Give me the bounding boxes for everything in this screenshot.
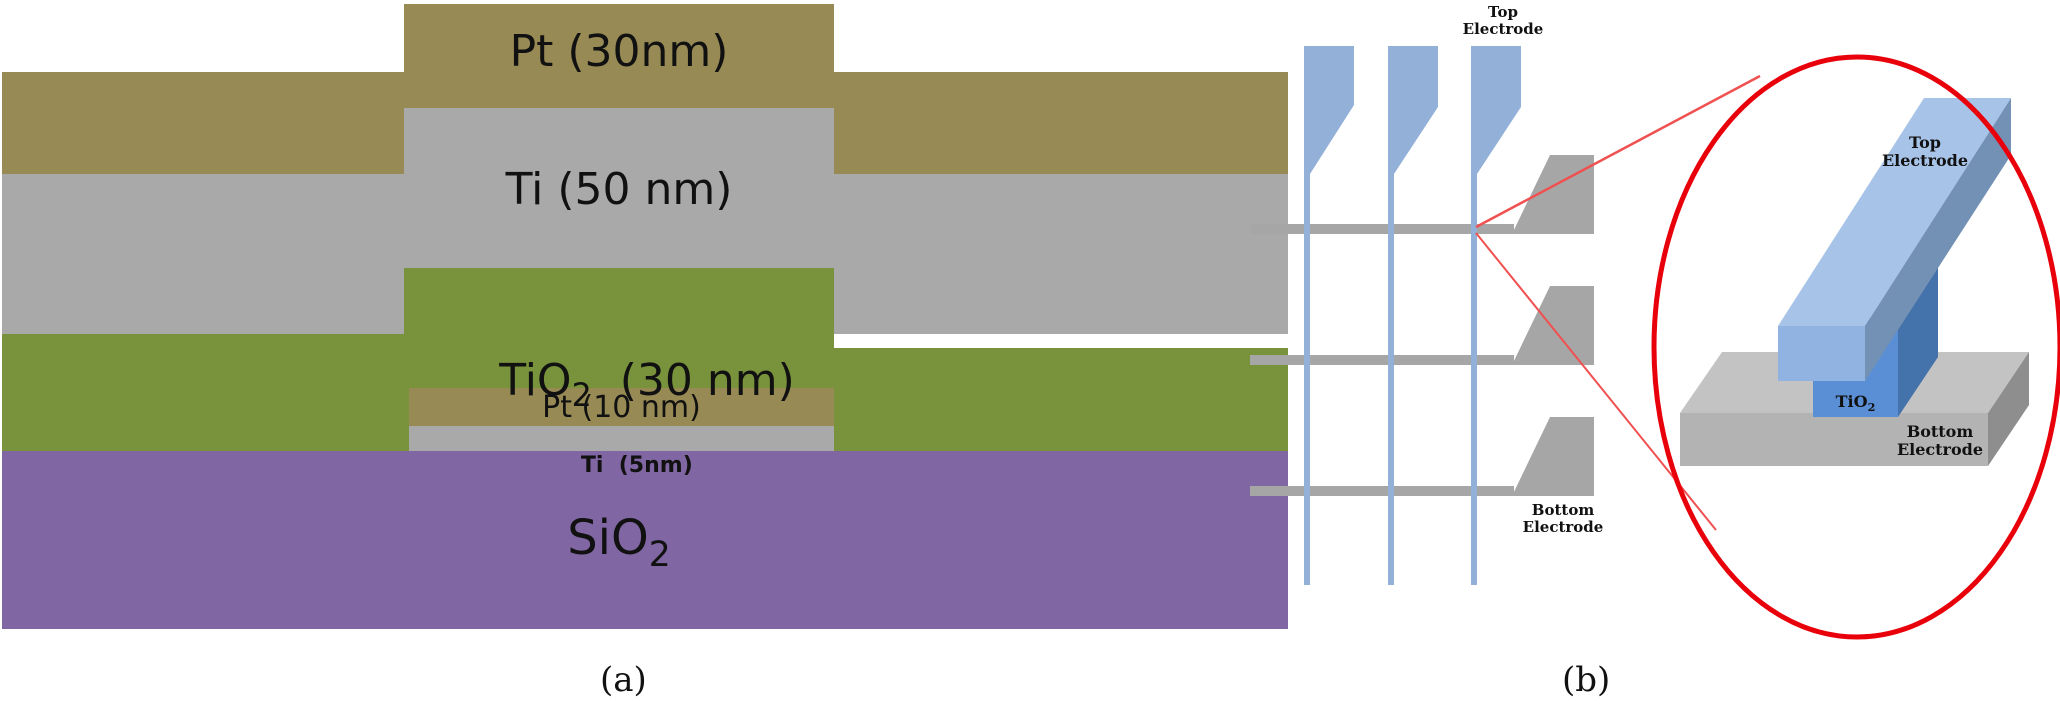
ti-top-label: Ti (50 nm) [505, 164, 733, 215]
pt-top-label: Pt (30nm) [509, 26, 729, 77]
bottom-electrode-row-1 [1250, 155, 1594, 234]
ti-top-layer-raised [404, 108, 834, 268]
sio2-substrate-layer [2, 451, 1288, 629]
ti-bottom-layer [409, 426, 834, 452]
bottom-electrode-row-2 [1250, 286, 1594, 365]
top-electrode-label: Top Electrode [1462, 3, 1544, 39]
zoom-top-electrode-label: Top Electrode [1881, 133, 1969, 171]
zoom-top-electrode-front-face [1778, 326, 1865, 381]
panel-b-caption: (b) [1562, 660, 1611, 700]
tio2-label: TiO2 (30 nm) [499, 355, 795, 415]
pt-bottom-label: Pt (10 nm) [542, 390, 701, 425]
top-electrode-col-1 [1304, 46, 1354, 585]
zoom-bottom-electrode-side-face [1988, 352, 2029, 466]
zoom-bottom-electrode-label: Bottom Electrode [1896, 422, 1984, 460]
zoom-tio2-label: TiO2 [1835, 392, 1876, 415]
top-electrode-col-3 [1471, 46, 1521, 585]
zoom-bottom-electrode-front-face [1680, 413, 1988, 466]
highlight-ellipse [1651, 54, 2060, 640]
bottom-electrode-row-3 [1250, 417, 1594, 496]
zoom-tio2-side-face [1898, 258, 1938, 417]
zoom-top-electrode-top-face [1778, 98, 2011, 326]
tio2-layer-left [2, 334, 404, 452]
top-electrode-col-2 [1388, 46, 1438, 585]
zoom-line-upper [1475, 74, 1761, 229]
tio2-layer-right [834, 348, 1288, 452]
sio2-label: SiO2 [567, 510, 671, 576]
ti-bottom-label: Ti (5nm) [580, 453, 693, 478]
panel-a-caption: (a) [600, 660, 647, 700]
zoom-top-electrode-side-face [1865, 98, 2011, 381]
pt-bottom-layer [409, 388, 834, 426]
bottom-electrode-label: Bottom Electrode [1522, 501, 1604, 537]
